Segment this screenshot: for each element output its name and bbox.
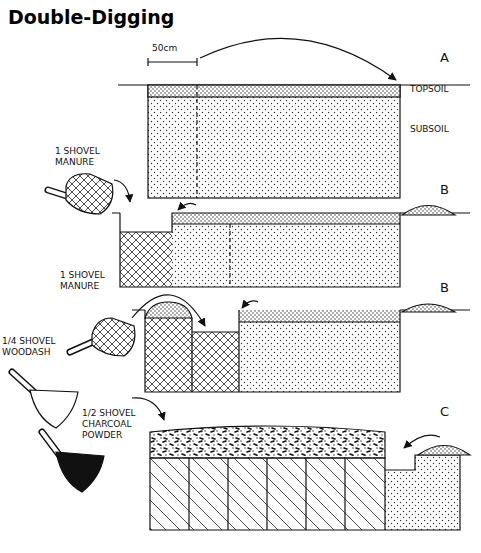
panel-a-part [148, 58, 197, 66]
panel-b-second-part [145, 302, 192, 318]
panel-c-part [132, 398, 164, 420]
panel-b-first-part [120, 232, 172, 287]
panel-b-first-part [114, 180, 130, 202]
panel-b-second-part [402, 304, 455, 312]
panel-b-second-part [242, 301, 258, 308]
panel-b-second-part [145, 318, 192, 392]
panel-letter: A [440, 50, 449, 65]
panel-b-second-part [145, 310, 400, 392]
diagram-title: Double-Digging [8, 6, 174, 28]
annotation-label: 50cm [152, 43, 177, 54]
annotation-label: 1 SHOVEL MANURE [60, 270, 118, 292]
panel-b-second-part [239, 310, 400, 322]
panel-letter: B [440, 182, 449, 197]
panel-b-first-part [178, 203, 196, 210]
panel-b-first-part [66, 174, 113, 214]
panel-b-first-part [120, 213, 400, 287]
panel-b-first-part [172, 213, 400, 287]
panel-c-part [189, 458, 385, 530]
panel-b-second-part [12, 372, 34, 392]
panel-b-second-part [12, 372, 34, 392]
panel-c-part [418, 446, 470, 456]
annotation-label: TOPSOIL [410, 84, 448, 95]
panel-b-first-part [229, 224, 230, 287]
annotation-label: 1 SHOVEL MANURE [55, 146, 115, 168]
annotation-label: 1/4 SHOVEL WOODASH [2, 336, 64, 358]
panel-b-first-part [402, 206, 455, 216]
panel-c-part [56, 452, 104, 492]
panel-c-part [385, 455, 460, 530]
panel-c-part [404, 435, 440, 448]
panel-c-part [150, 458, 385, 530]
panel-b-second [12, 295, 470, 428]
panel-b-first-part [172, 213, 400, 224]
panel-b-first [48, 174, 470, 287]
panel-a-part [200, 38, 396, 80]
panel-b-second-part [30, 390, 78, 428]
panel-a-part [196, 85, 197, 198]
panel-c [42, 398, 470, 530]
panel-b-second-part [92, 318, 135, 356]
panel-a [118, 38, 470, 198]
panel-c-part [150, 455, 460, 530]
annotation-label: SUBSOIL [410, 124, 449, 135]
panel-c-part [150, 426, 385, 458]
panel-letter: C [440, 404, 449, 419]
panel-b-second-part [192, 332, 239, 392]
panel-b-first-part [172, 223, 400, 224]
panel-a-part [148, 85, 400, 97]
panel-a-part [148, 85, 400, 198]
annotation-label: 1/2 SHOVEL CHARCOAL POWDER [82, 408, 148, 441]
panel-b-second-part [70, 341, 95, 352]
panel-b-second-part [132, 295, 205, 326]
panel-letter: B [440, 280, 449, 295]
panel-b-second-part [70, 341, 95, 352]
